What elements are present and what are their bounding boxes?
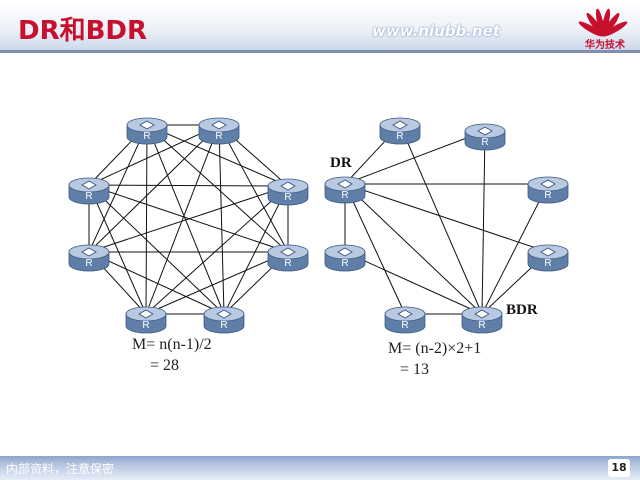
mesh-link xyxy=(218,124,289,253)
router-label: R xyxy=(215,131,222,142)
router-label: R xyxy=(85,258,92,269)
router-right: R xyxy=(464,123,506,151)
bdr-link xyxy=(481,183,549,315)
mesh-link xyxy=(88,184,225,315)
router-label: R xyxy=(396,131,403,142)
left-formula-line2: = 28 xyxy=(150,357,180,374)
mesh-link xyxy=(88,251,225,315)
left-formula-line1: M= n(n-1)/2 xyxy=(132,336,212,353)
router-left: R xyxy=(267,178,309,206)
mesh-link xyxy=(145,251,289,315)
header-divider xyxy=(0,50,640,53)
router-label: R xyxy=(220,320,227,331)
mesh-link xyxy=(223,185,289,315)
router-label: R xyxy=(341,258,348,269)
router-label: R xyxy=(341,190,348,201)
dr-link xyxy=(344,183,483,315)
router-label: R xyxy=(284,192,291,203)
router-left: R xyxy=(125,306,167,334)
left-full-mesh-links xyxy=(88,124,289,315)
router-label: R xyxy=(401,320,408,331)
footer-text: 内部资料，注意保密 xyxy=(6,462,115,476)
mesh-link xyxy=(88,184,289,187)
router-bdr: R xyxy=(461,306,503,334)
mesh-link xyxy=(218,124,225,315)
right-formula-line1: M= (n-2)×2+1 xyxy=(388,340,482,357)
bdr-link xyxy=(344,251,483,315)
mesh-link xyxy=(146,124,289,253)
watermark-text: www.niubb.net xyxy=(372,22,501,40)
router-right: R xyxy=(324,244,366,272)
router-left: R xyxy=(198,117,240,145)
router-label: R xyxy=(544,258,551,269)
router-label: R xyxy=(481,137,488,148)
router-label: R xyxy=(284,258,291,269)
logo-text: 华为技术 xyxy=(585,40,625,51)
router-left: R xyxy=(68,244,110,272)
mesh-link xyxy=(145,124,220,315)
mesh-link xyxy=(88,184,147,315)
router-dr: R xyxy=(324,176,366,204)
router-left: R xyxy=(126,117,168,145)
router-nodes: R R R R R R R R R R R R R R R R xyxy=(68,117,569,334)
bdr-link xyxy=(481,130,486,315)
router-label: R xyxy=(544,190,551,201)
page-number: 18 xyxy=(608,459,630,477)
mesh-link xyxy=(88,124,148,253)
router-right: R xyxy=(379,117,421,145)
slide-title: DR和BDR xyxy=(18,16,148,46)
router-label: R xyxy=(85,191,92,202)
mesh-link xyxy=(88,124,220,186)
dr-bdr-network-diagram: R R R R R R R R R R R R R R R R DR BDR xyxy=(68,117,569,334)
mesh-link xyxy=(146,124,289,187)
slide-footer: 内部资料，注意保密 18 xyxy=(0,456,640,480)
huawei-logo-icon xyxy=(578,8,628,37)
router-left: R xyxy=(203,306,245,334)
router-left: R xyxy=(68,177,110,205)
mesh-link xyxy=(145,185,289,315)
slide-header xyxy=(0,0,640,52)
bdr-link xyxy=(399,124,483,315)
dr-link xyxy=(344,130,486,185)
right-formula-line2: = 13 xyxy=(400,361,430,378)
mesh-link xyxy=(88,124,220,253)
mesh-link xyxy=(88,185,289,253)
router-label: R xyxy=(478,320,485,331)
router-right: R xyxy=(384,306,426,334)
dr-link xyxy=(344,183,549,253)
router-label: R xyxy=(143,131,150,142)
mesh-link xyxy=(145,124,148,315)
bdr-label: BDR xyxy=(506,302,538,318)
dr-label: DR xyxy=(330,155,352,171)
dr-link xyxy=(344,183,406,315)
router-label: R xyxy=(142,320,149,331)
router-right: R xyxy=(527,176,569,204)
router-right: R xyxy=(527,244,569,272)
right-dr-bdr-links xyxy=(344,124,549,315)
router-left: R xyxy=(267,244,309,272)
